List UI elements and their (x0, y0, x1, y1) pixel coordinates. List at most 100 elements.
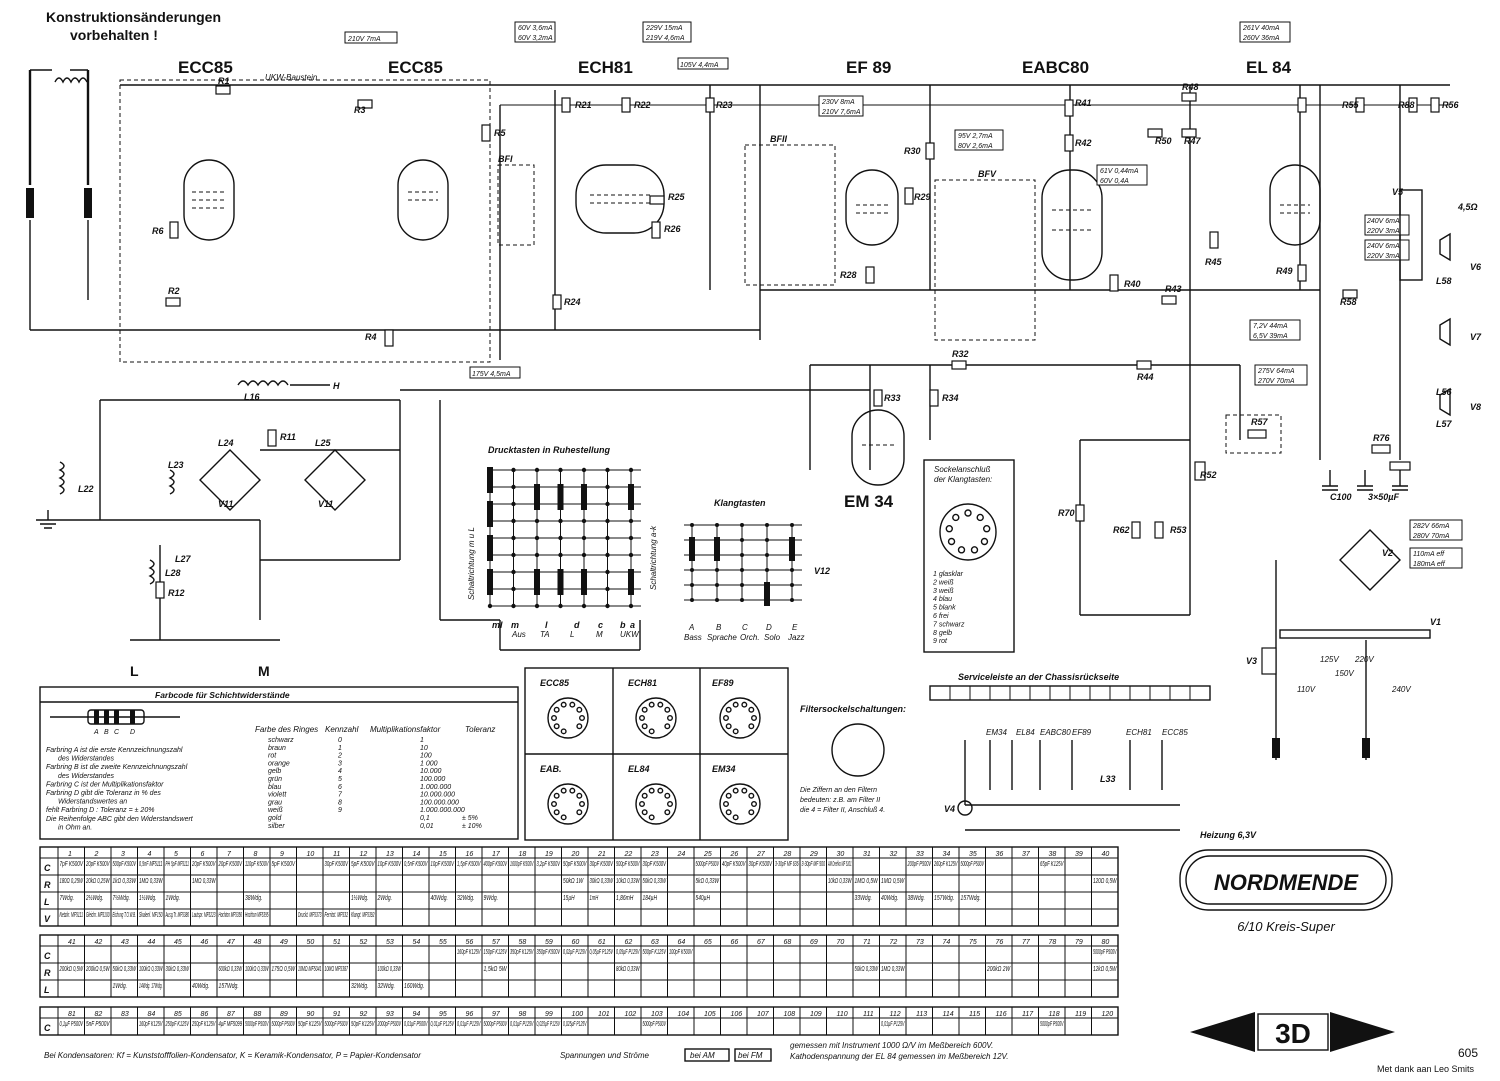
table-num: 118 (1049, 1011, 1060, 1018)
table-row-label-c: C (44, 951, 51, 961)
table-num: 107 (757, 1011, 770, 1018)
switch-matrix: Drucktasten in Ruhestellung Schaltrichtu… (467, 445, 830, 642)
klang-contact (765, 523, 769, 527)
pinout-pin (560, 728, 567, 735)
farbcode-title: Farbcode für Schichtwiderstände (155, 690, 290, 700)
table-cell: 250pF K125V (165, 1021, 190, 1028)
table-cell: 1,5kΩ 5W (484, 966, 508, 973)
druck-contact (581, 552, 587, 558)
table-cell: 1,86mH (616, 895, 634, 902)
brand-name: NORDMENDE (1214, 870, 1360, 895)
druck-contact (558, 552, 563, 558)
fc-color-3: orange (268, 760, 290, 767)
table-num: 47 (227, 939, 236, 946)
druck-switch-bar (628, 569, 634, 595)
pinout-title-3: EAB. (540, 764, 562, 774)
druck-switch-bar (487, 467, 493, 493)
table-cell: Hochton MF5356 (219, 912, 243, 919)
fc-kennzahl-0: 0 (338, 737, 342, 744)
table-num: 19 (545, 851, 553, 858)
druck-contact (558, 535, 563, 541)
druck-top-d: d (574, 620, 580, 630)
svg-text:R70: R70 (1058, 508, 1075, 518)
svg-text:R48: R48 (1182, 82, 1199, 92)
table-num: 40 (1102, 851, 1110, 858)
sockel-pin-hole (952, 513, 960, 522)
druck-title: Drucktasten in Ruhestellung (488, 445, 611, 455)
table-num: 28 (783, 851, 792, 858)
klang-col-c: C (742, 623, 748, 632)
fc-color-7: violett (268, 792, 287, 799)
svg-text:R41: R41 (1075, 98, 1092, 108)
table-num: 90 (307, 1011, 315, 1018)
table-cell: 350pF K500V (537, 949, 561, 956)
fc-note-6: Widerstandswertes an (58, 799, 127, 806)
svg-text:R25: R25 (668, 192, 686, 202)
voltage-el84-top-am: 261V 40mA (1242, 25, 1280, 32)
druck-col-m2: M (596, 630, 603, 639)
table-cell: 1½Wdg. (139, 894, 156, 902)
sockel-title-1: Sockelanschluß (934, 465, 991, 474)
fc-color-0: schwarz (268, 737, 294, 744)
druck-switch-bar (534, 569, 540, 595)
fc-col-kennzahl: Kennzahl (325, 725, 359, 734)
table-cell: 2Wdg. (377, 895, 392, 902)
svg-text:R23: R23 (716, 100, 733, 110)
fc-note-0: Farbring A ist die erste Kennzeichnungsz… (46, 747, 183, 754)
table-num: 87 (227, 1011, 236, 1018)
druck-contact (558, 518, 563, 524)
table-cell: Skalenl. MF150 (139, 912, 163, 919)
table-cell: Ferritst. MF532 (325, 912, 349, 919)
voltage-rect-am: 282V 66mA (1412, 523, 1450, 530)
filter-note-3: die 4 = Filter II, Anschluß 4. (800, 807, 885, 814)
klang-contact (790, 583, 794, 587)
table-num: 82 (95, 1011, 103, 1018)
table-cell: 100kΩ 0,33W (245, 966, 269, 973)
table-num: 119 (1075, 1011, 1086, 1018)
table-cell: 20kΩ 0,25W (85, 878, 110, 885)
notice-line-2: vorbehalten ! (70, 27, 158, 43)
table-cell: 5kΩ 0,33W (696, 878, 720, 885)
fc-color-1: braun (268, 745, 286, 752)
druck-switch-bar (487, 501, 493, 527)
voltage-el84-b-fm: 220V 3mA (1366, 253, 1400, 260)
table-cell: 600kΩ 0,33W (219, 966, 243, 973)
fc-note-5: Farbring D gibt die Toleranz in % des (46, 790, 161, 797)
sockel-pin-9: 9 rot (933, 638, 948, 645)
druck-contact (628, 467, 634, 473)
fc-color-11: silber (268, 823, 285, 830)
table-cell: 40pF K500V (722, 861, 746, 868)
footer-gemessen-2: Kathodenspannung der EL 84 gemessen im M… (790, 1052, 1009, 1061)
pinout-pin (648, 728, 655, 735)
table-cell: 30pF K500V (590, 861, 614, 868)
fc-kennzahl-4: 4 (338, 768, 342, 775)
voltage-supply-fm: 270V 70mA (1257, 378, 1295, 385)
heater-el84: EL84 (1016, 728, 1035, 737)
sockel-pin-7: 7 schwarz (933, 621, 965, 628)
table-cell: 50pF K500V (563, 861, 587, 868)
table-cell: 50kΩ 0,33W (643, 878, 667, 885)
heater-ecc85: ECC85 (1162, 728, 1188, 737)
brand-badge-inner (1185, 855, 1387, 905)
pinout-pin (553, 706, 560, 713)
table-cell: 10kΩ 0,33W (828, 878, 852, 885)
pinout-socket (547, 783, 589, 825)
table-num: 56 (466, 939, 474, 946)
svg-text:V1: V1 (1430, 617, 1441, 627)
druck-top-a: a (630, 620, 635, 630)
svg-text:R32: R32 (952, 349, 969, 359)
druck-contact (581, 603, 587, 609)
table-cell: 30pF K500V (643, 861, 667, 868)
svg-text:R43: R43 (1165, 284, 1182, 294)
svg-text:R44: R44 (1137, 372, 1154, 382)
svg-text:L28: L28 (165, 568, 181, 578)
table-cell: 50kΩ 0,33W (113, 966, 137, 973)
badge-arrow-left (1190, 1012, 1255, 1052)
table-num: 94 (413, 1011, 421, 1018)
table-cell: 5000pF P500V (1093, 949, 1117, 956)
voltage-ukw-175v: 175V 4,5mA (472, 371, 511, 378)
klang-col-b: B (716, 623, 722, 632)
table-num: 70 (837, 939, 845, 946)
table-num: 100 (572, 1011, 584, 1018)
